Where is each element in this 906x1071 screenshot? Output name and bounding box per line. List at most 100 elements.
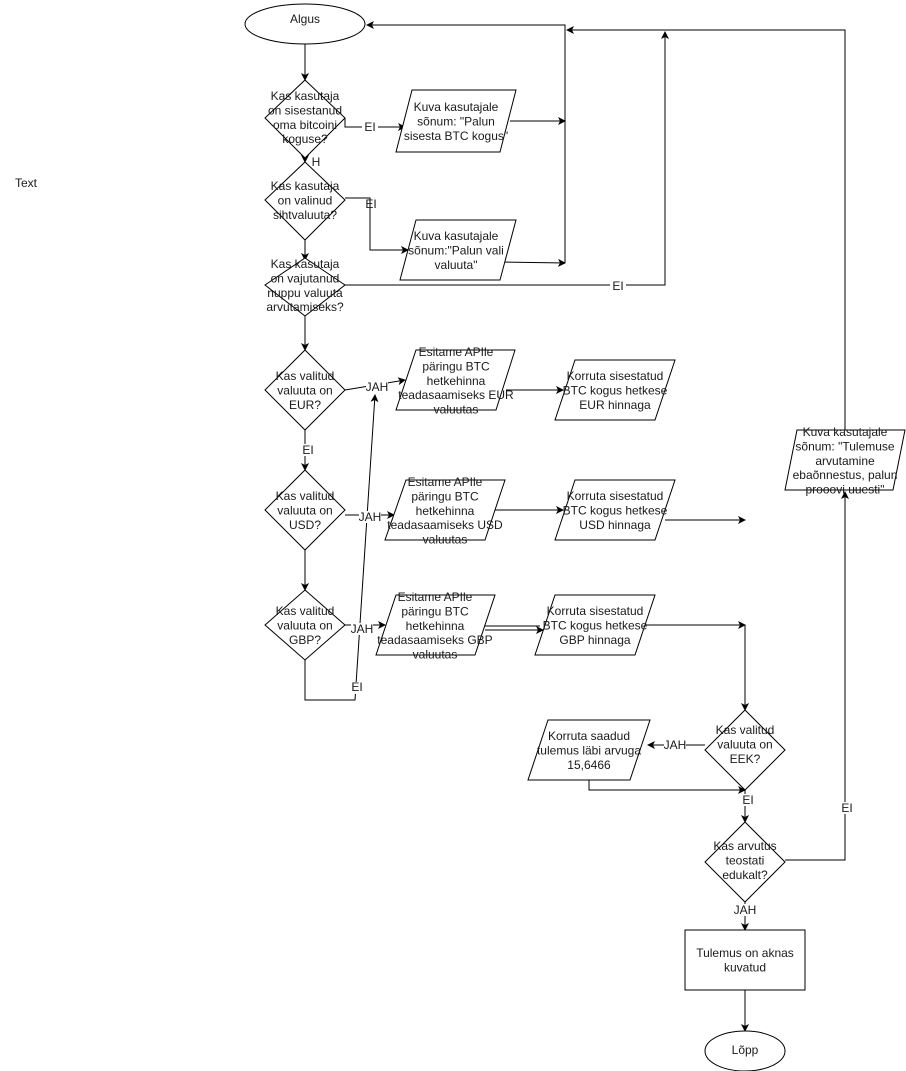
free-text-label: Text [15, 176, 38, 190]
node-text-line: koguse? [282, 132, 328, 146]
node-text-line: tulemus läbi arvuga [537, 743, 641, 757]
node-text-line: Esitame APIle [398, 590, 473, 604]
decision-shape [264, 161, 346, 241]
decision-shape [264, 589, 346, 661]
node-text-line: Kuva kasutajale [414, 100, 499, 114]
node-text-line: teadasaamiseks GBP [377, 633, 492, 647]
node-text-line: prooovi uuesti" [806, 482, 885, 496]
decision-shape [264, 469, 346, 551]
node-text-line: Tulemus on aknas [696, 946, 794, 960]
node-text-line: valuutas [413, 647, 458, 661]
node-text-line: on valinud [278, 193, 333, 207]
node-text-line: hetkehinna [427, 374, 486, 388]
node-text-line: EUR? [289, 398, 321, 412]
node-text-line: teadasaamiseks EUR [398, 388, 514, 402]
node-text-line: valuutas [434, 402, 479, 416]
node-text-line: Kuva kasutajale [414, 229, 499, 243]
terminal-shape [704, 1030, 786, 1071]
edge-label-usd-yes: JAH [359, 510, 382, 524]
node-text-line: BTC kogus hetkese [543, 618, 648, 632]
node-text-line: valuuta on [277, 383, 332, 397]
edge-loop-to-start [366, 21, 566, 263]
node-text-line: teadasaamiseks USD [387, 518, 503, 532]
node-text-line: päringu BTC [401, 604, 469, 618]
edge-label-amount-yes: H [312, 155, 321, 169]
node-text-line: arvutamiseks? [266, 300, 344, 314]
node-text-line: BTC kogus hetkese [563, 383, 668, 397]
io-shape [534, 594, 656, 656]
decision-shape [704, 709, 786, 791]
node-text-line: Kuva kasutajale [803, 425, 888, 439]
node-text-line: Kas arvutus [713, 839, 776, 853]
node-text-line: Kas valitud [716, 723, 775, 737]
edge-currencymsg-to-loop [501, 258, 566, 267]
node-text-line: hetkehinna [406, 619, 465, 633]
node-text-line: valuuta on [277, 503, 332, 517]
io-shape [384, 479, 506, 541]
node-text-line: Kas valitud [276, 604, 335, 618]
node-text-line: BTC kogus hetkese [563, 503, 668, 517]
edge-label-eur-yes: JAH [366, 380, 389, 394]
node-text-line: USD hinnaga [579, 518, 651, 532]
decision-shape [264, 349, 346, 431]
edge-label-gbp-yes: JAH [351, 622, 374, 636]
decision-shape [264, 79, 346, 159]
edge-fail-to-start [566, 26, 846, 430]
node-text-line: valuutas [423, 532, 468, 546]
edge-gbp-no [304, 394, 379, 701]
io-shape [395, 89, 517, 153]
decision-shape [704, 821, 786, 903]
node-text-line: 15,6466 [567, 758, 611, 772]
node-text-line: nuppu valuuta [267, 286, 343, 300]
node-text-line: Korruta sisestatud [567, 489, 664, 503]
edge-eekmul-to-success [588, 780, 746, 794]
node-text-line: valuuta" [435, 258, 478, 272]
io-shape [395, 349, 516, 411]
node-text-line: Kas valitud [276, 369, 335, 383]
node-text-line: Kas kasutaja [271, 257, 340, 271]
node-text-line: ebaõnnestus, palun [793, 468, 898, 482]
node-text-line: Esitame APIle [419, 345, 494, 359]
edge-label-success-yes: JAH [734, 903, 757, 917]
node-start: Algus [244, 3, 366, 45]
edge-label-currency-no: EI [365, 197, 376, 211]
node-text-line: GBP? [289, 633, 321, 647]
node-text-line: sisesta BTC kogus" [404, 129, 508, 143]
node-text-line: EEK? [730, 752, 761, 766]
node-text-line: hetkehinna [416, 504, 475, 518]
io-shape [554, 479, 676, 541]
node-text-line: oma bitcoini [273, 118, 337, 132]
edge-label-gbp-no: EI [351, 680, 362, 694]
io-shape [375, 594, 496, 656]
node-text-line: Kas valitud [276, 489, 335, 503]
edge-currency-no [345, 197, 409, 254]
node-text-line: on vajutanud [271, 271, 340, 285]
node-text-line: päringu BTC [422, 359, 490, 373]
node-text-line: sõnum: "Palun [417, 114, 495, 128]
node-text-line: edukalt? [722, 868, 768, 882]
edge-label-eur-no: EI [302, 443, 313, 457]
node-text-line: sõnum:"Palun vali [408, 243, 504, 257]
node-text-line: on sisestanud [268, 103, 342, 117]
node-text-line: valuuta on [277, 618, 332, 632]
node-text-line: Korruta saadud [548, 729, 630, 743]
node-text-line: Korruta sisestatud [567, 369, 664, 383]
io-shape [527, 719, 651, 781]
node-text-line: Kas kasutaja [271, 89, 340, 103]
